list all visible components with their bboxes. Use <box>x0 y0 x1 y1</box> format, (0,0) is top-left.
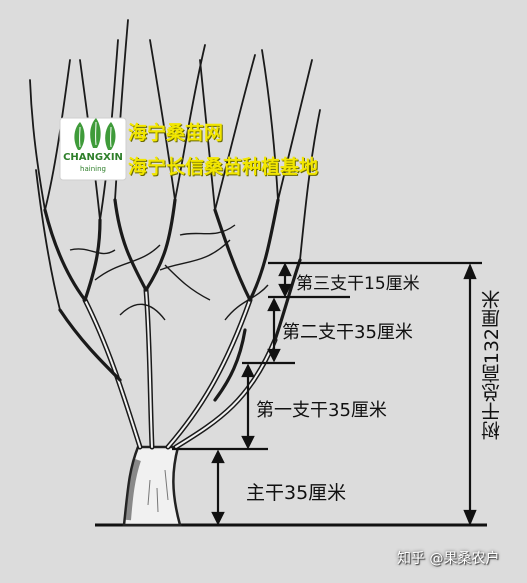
label-total-height: 树干总高132厘米 <box>481 290 503 441</box>
logo-brand-text: CHANGXIN <box>63 152 123 163</box>
label-first-branch: 第一支干35厘米 <box>256 400 387 421</box>
label-third-branch: 第三支干15厘米 <box>296 274 420 294</box>
label-main-trunk: 主干35厘米 <box>246 482 347 504</box>
watermark-line-1: 海宁桑苗网 <box>128 122 224 144</box>
changxin-logo <box>59 117 127 181</box>
second-branches <box>43 198 302 402</box>
third-branches <box>29 19 321 311</box>
watermark-line-2: 海宁长信桑苗种植基地 <box>128 156 319 178</box>
dimension-markers <box>172 261 482 526</box>
credit-text: 知乎 @果桑农户 <box>397 551 500 567</box>
crossing-twigs <box>69 224 269 321</box>
label-second-branch: 第二支干35厘米 <box>282 322 413 343</box>
logo-brand-subtext: haining <box>80 165 106 173</box>
